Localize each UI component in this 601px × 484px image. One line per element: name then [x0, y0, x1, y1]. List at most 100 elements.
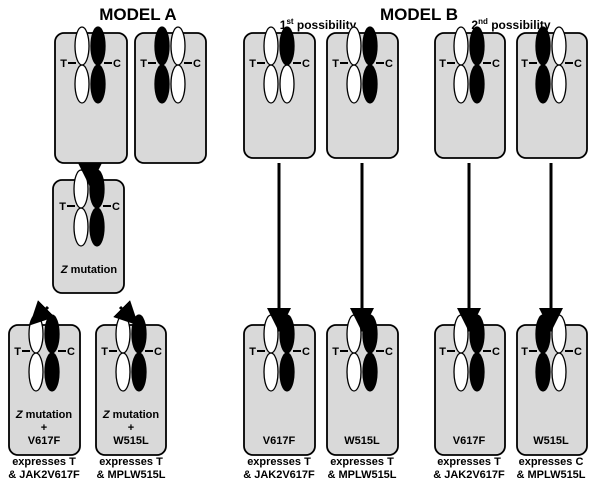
t-marker-label: T: [332, 346, 339, 358]
cell-body: [243, 32, 316, 159]
c-marker-label: C: [574, 58, 582, 70]
caption-b2-right-1: expresses C: [519, 456, 584, 468]
caption-b1-left-1: expresses T: [247, 456, 311, 468]
chromatid-top-right: [469, 314, 485, 354]
chromatid-bottom-left: [73, 207, 89, 247]
chromatid-top-right: [551, 26, 567, 66]
chromatid-bottom-right: [170, 64, 186, 104]
c-marker-label: C: [193, 58, 201, 70]
chromatid-top-right: [90, 26, 106, 66]
caption-a-right-1: expresses T: [99, 456, 163, 468]
caption-b1-left-2: & JAK2V617F: [243, 469, 315, 481]
chromatid-bottom-left: [346, 352, 362, 392]
c-marker-label: C: [302, 58, 310, 70]
arrow-a-right: [113, 300, 139, 326]
chromatid-bottom-right: [279, 64, 295, 104]
chromatid-bottom-right: [551, 352, 567, 392]
model-b-title: MODEL B: [380, 5, 458, 24]
chromatid-bottom-right: [362, 352, 378, 392]
t-marker-label: T: [60, 58, 67, 70]
chromatid-top-right: [279, 26, 295, 66]
chromatid-bottom-right: [279, 352, 295, 392]
chromatid-bottom-right: [551, 64, 567, 104]
caption-a-right-2: & MPLW515L: [96, 469, 165, 481]
a-right-variant: W515L: [113, 435, 149, 447]
chromatid-bottom-left: [154, 64, 170, 104]
t-marker-label: T: [14, 346, 21, 358]
chromatid-bottom-left: [535, 352, 551, 392]
t-marker-label: T: [521, 346, 528, 358]
c-marker-label: C: [154, 346, 162, 358]
cell-body: [326, 32, 399, 159]
t-marker-label: T: [332, 58, 339, 70]
t-marker-label: T: [521, 58, 528, 70]
arrow-a-left: [29, 300, 55, 326]
chromatid-bottom-right: [131, 352, 147, 392]
caption-b1-right-1: expresses T: [330, 456, 394, 468]
t-marker-label: T: [101, 346, 108, 358]
chromatid-top-left: [346, 314, 362, 354]
chromatid-bottom-left: [453, 64, 469, 104]
caption-b1-right-2: & MPLW515L: [327, 469, 396, 481]
chromatid-bottom-left: [263, 64, 279, 104]
chromatid-top-left: [453, 26, 469, 66]
chromatid-top-left: [453, 314, 469, 354]
c-marker-label: C: [574, 346, 582, 358]
chromatid-bottom-left: [74, 64, 90, 104]
chromatid-bottom-right: [90, 64, 106, 104]
chromatid-top-left: [346, 26, 362, 66]
t-marker-label: T: [249, 58, 256, 70]
chromatid-top-right: [362, 26, 378, 66]
caption-b2-right-2: & MPLW515L: [516, 469, 585, 481]
t-marker-label: T: [249, 346, 256, 358]
c-marker-label: C: [113, 58, 121, 70]
b2-left-variant: V617F: [453, 435, 486, 447]
c-marker-label: C: [492, 58, 500, 70]
chromatid-bottom-left: [28, 352, 44, 392]
chromatid-top-right: [89, 169, 105, 209]
c-marker-label: C: [112, 201, 120, 213]
a-right-mutation-label: Z mutation: [102, 409, 160, 421]
chromatid-top-left: [535, 26, 551, 66]
chromatid-bottom-left: [115, 352, 131, 392]
chromatid-top-left: [115, 314, 131, 354]
chromatid-top-left: [154, 26, 170, 66]
c-marker-label: C: [385, 346, 393, 358]
chromatid-bottom-right: [469, 352, 485, 392]
t-marker-label: T: [439, 346, 446, 358]
chromatid-bottom-left: [453, 352, 469, 392]
b2-right-variant: W515L: [533, 435, 569, 447]
first-possibility-title: 1st possibility: [280, 17, 357, 32]
chromatid-bottom-right: [89, 207, 105, 247]
chromatid-top-left: [263, 314, 279, 354]
chromatid-bottom-right: [469, 64, 485, 104]
c-marker-label: C: [67, 346, 75, 358]
cell-body: [516, 32, 588, 159]
chromatid-bottom-left: [263, 352, 279, 392]
chromatid-bottom-right: [362, 64, 378, 104]
chromatid-top-left: [73, 169, 89, 209]
z-mutation-label: Z mutation: [60, 264, 118, 276]
c-marker-label: C: [385, 58, 393, 70]
caption-b2-left-1: expresses T: [437, 456, 501, 468]
chromatid-top-left: [263, 26, 279, 66]
b1-right-variant: W515L: [344, 435, 380, 447]
caption-b2-left-2: & JAK2V617F: [433, 469, 505, 481]
a-right-plus: +: [128, 422, 134, 434]
caption-a-left-1: expresses T: [12, 456, 76, 468]
a-left-variant: V617F: [28, 435, 61, 447]
chromatid-top-left: [74, 26, 90, 66]
b1-left-variant: V617F: [263, 435, 296, 447]
c-marker-label: C: [302, 346, 310, 358]
